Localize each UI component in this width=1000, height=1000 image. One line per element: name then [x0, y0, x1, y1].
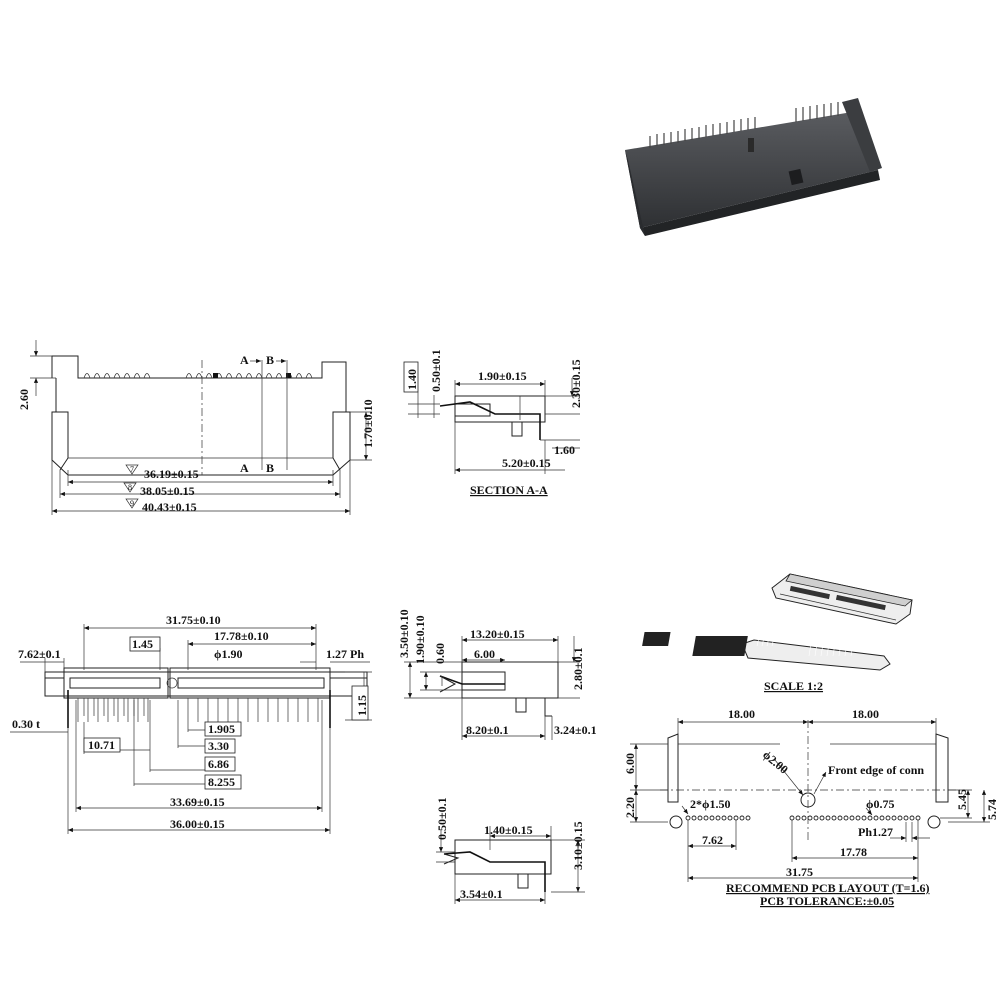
- side-view: 3.50±0.10 1.90±0.10 0.60 13.20±0.15 6.00…: [397, 609, 597, 740]
- connector-photo: [625, 98, 882, 236]
- dim-0-50: 0.50±0.1: [429, 349, 443, 392]
- dim-phi-2-00: ϕ2.00: [760, 748, 791, 777]
- scale-note: SCALE 1:2: [764, 679, 823, 693]
- dim-pitch-1-27-pcb: Ph1.27: [858, 825, 893, 839]
- dim-1-45: 1.45: [132, 637, 153, 651]
- dim-1-40-b: 1.40±0.15: [484, 823, 533, 837]
- dim-33-69: 33.69±0.15: [170, 795, 225, 809]
- dim-18-00-right: 18.00: [852, 707, 879, 721]
- iso-views: SCALE 1:2: [642, 573, 913, 693]
- dim-0-60: 0.60: [433, 643, 447, 664]
- dim-8-255: 8.255: [208, 775, 235, 789]
- pcb-tolerance: PCB TOLERANCE:±0.05: [760, 894, 894, 908]
- dim-1-60: 1.60: [554, 443, 575, 457]
- dim-1-15: 1.15: [355, 695, 369, 716]
- dim-hole-1-50: 2*ϕ1.50: [690, 797, 731, 811]
- dim-phi-0-75: ϕ0.75: [866, 797, 895, 811]
- dim-36-00: 36.00±0.15: [170, 817, 225, 831]
- front-view: 31.75±0.10 1.45 17.78±0.10 7.62±0.1 ϕ1.9…: [10, 613, 372, 834]
- dim-1-90-side: 1.90±0.10: [413, 615, 427, 664]
- dim-8-20: 8.20±0.1: [466, 723, 509, 737]
- section-a-a: 1.40 0.50±0.1 1.90±0.15 2.30±0.15 1.60 5…: [403, 349, 583, 497]
- dim-31-75: 31.75±0.10: [166, 613, 221, 627]
- section-mark-a-bottom: A: [240, 461, 249, 475]
- dim-0-50-b: 0.50±0.1: [435, 797, 449, 840]
- pcb-layout-title: RECOMMEND PCB LAYOUT (T=1.6): [726, 881, 930, 895]
- dim-1-70: 1.70±0.10: [361, 399, 375, 448]
- section-b: 0.50±0.1 1.40±0.15 3.10±0.15 3.54±0.1: [435, 797, 585, 904]
- dim-1-40: 1.40: [405, 369, 419, 390]
- dim-10-71: 10.71: [88, 738, 115, 752]
- dim-6-00-pcb: 6.00: [623, 753, 637, 774]
- tri-mark-9: 9: [130, 499, 134, 508]
- section-a-a-title: SECTION A-A: [470, 483, 548, 497]
- dim-36-19: 36.19±0.15: [144, 467, 199, 481]
- dim-13-20: 13.20±0.15: [470, 627, 525, 641]
- dim-31-75-pcb: 31.75: [786, 865, 813, 879]
- dim-2-80: 2.80±0.1: [571, 647, 585, 690]
- dim-2-20: 2.20: [623, 797, 637, 818]
- dim-18-00-left: 18.00: [728, 707, 755, 721]
- dim-17-78: 17.78±0.10: [214, 629, 269, 643]
- dim-7-62-pcb: 7.62: [702, 833, 723, 847]
- pcb-layout: 18.00 18.00 6.00 2.20 ϕ2.00 Front edge o…: [623, 707, 999, 908]
- front-edge-note: Front edge of conn: [828, 763, 924, 777]
- dim-3-50: 3.50±0.10: [397, 609, 411, 658]
- tri-mark-8: 8: [128, 483, 132, 492]
- dim-5-20: 5.20±0.15: [502, 456, 551, 470]
- dim-3-30: 3.30: [208, 739, 229, 753]
- dim-pitch-1-27: 1.27 Ph: [326, 647, 364, 661]
- dim-6-86: 6.86: [208, 757, 229, 771]
- dim-17-78-pcb: 17.78: [840, 845, 867, 859]
- dim-6-00: 6.00: [474, 647, 495, 661]
- top-view: A B A B 2.60 1.70±0.10 7 36.19±0.15 8 38…: [17, 340, 375, 515]
- dim-1-90: 1.90±0.15: [478, 369, 527, 383]
- dim-phi-1-90: ϕ1.90: [214, 647, 243, 661]
- section-mark-a-top: A: [240, 353, 249, 367]
- dim-3-24: 3.24±0.1: [554, 723, 597, 737]
- dim-7-62: 7.62±0.1: [18, 647, 61, 661]
- dim-2-30: 2.30±0.15: [569, 359, 583, 408]
- dim-5-45: 5.45: [955, 789, 969, 810]
- dim-3-54: 3.54±0.1: [460, 887, 503, 901]
- section-mark-b-top: B: [266, 353, 274, 367]
- dim-40-43: 40.43±0.15: [142, 500, 197, 514]
- dim-38-05: 38.05±0.15: [140, 484, 195, 498]
- dim-0-30-t: 0.30 t: [12, 717, 40, 731]
- dim-5-74: 5.74: [985, 799, 999, 820]
- dim-2-60: 2.60: [17, 389, 31, 410]
- dim-3-10: 3.10±0.15: [571, 821, 585, 870]
- tri-mark-7: 7: [130, 465, 134, 474]
- dim-1-905: 1.905: [208, 722, 235, 736]
- section-mark-b-bottom: B: [266, 461, 274, 475]
